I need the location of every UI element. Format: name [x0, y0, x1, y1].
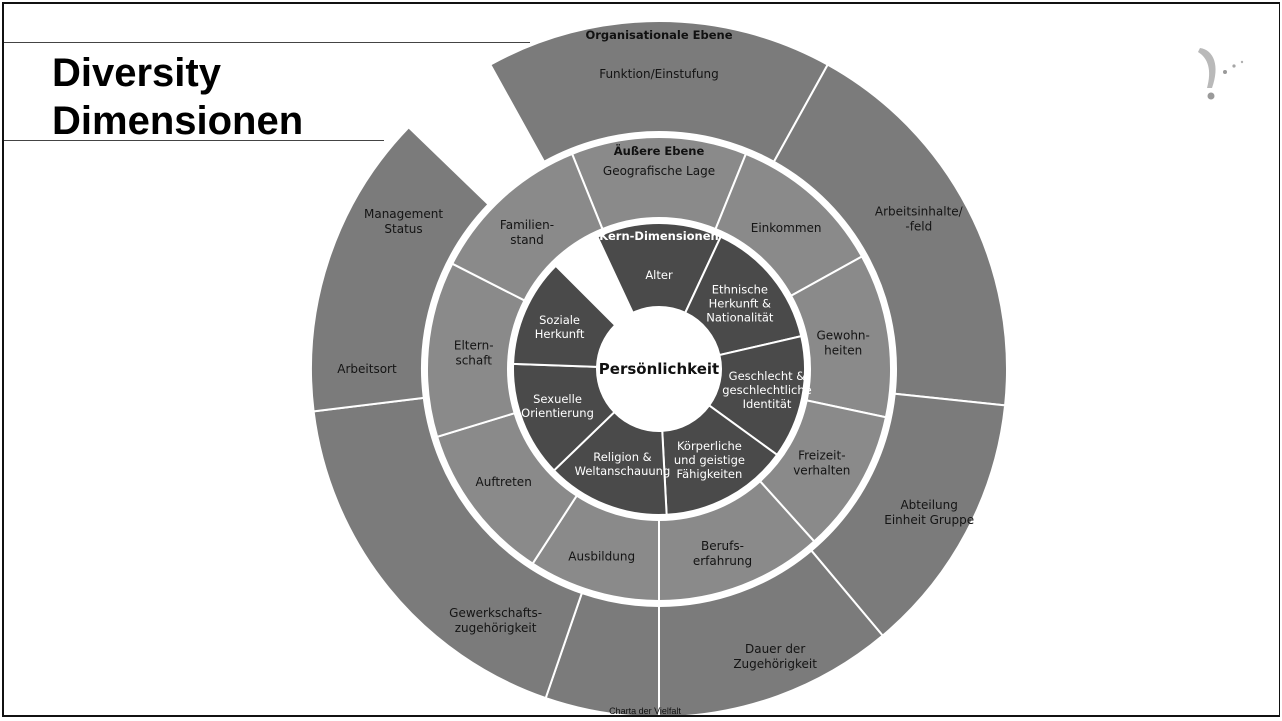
core-ring — [512, 222, 806, 516]
title-rule-top — [4, 42, 530, 43]
core-ring-label-line: und geistige — [674, 453, 745, 467]
middle-ring-label-line: Einkommen — [751, 221, 822, 235]
core-ring-label-line: Fähigkeiten — [677, 467, 743, 481]
middle-ring-label-line: Familien- — [500, 218, 554, 232]
middle-ring-label-line: Gewohn- — [816, 329, 869, 343]
outer-ring-label-line: Arbeitsort — [337, 362, 397, 376]
middle-ring-label-line: stand — [510, 233, 544, 247]
outer-ring-label-line: Status — [384, 222, 422, 236]
outer-ring-segment — [310, 125, 490, 413]
middle-ring-label-line: Berufs- — [701, 539, 744, 553]
core-ring-segment — [512, 264, 617, 368]
center-label: Persönlichkeit — [599, 360, 719, 378]
core-ring-label-line: Nationalität — [706, 311, 774, 325]
core-ring-label-line: Weltanschauung — [575, 464, 671, 478]
outer-ring-segment — [658, 549, 885, 715]
slide-title-line1: Diversity — [52, 51, 221, 95]
diversity-wheel: Persönlichkeit Funktion/EinstufungArbeit… — [310, 20, 1008, 715]
outer-ring-label-line: Abteilung — [900, 498, 957, 512]
core-ring-heading: Kern-Dimensionen — [599, 229, 718, 243]
slide-title-line2: Dimensionen — [52, 99, 304, 143]
core-ring-segment — [683, 235, 803, 357]
core-ring-label-line: Sexuelle — [533, 392, 582, 406]
slide-title: Diversity Dimensionen — [52, 49, 303, 145]
middle-ring-label-line: Ausbildung — [568, 549, 635, 563]
ring-labels: Funktion/EinstufungArbeitsinhalte/-feldA… — [337, 28, 974, 671]
title-rule-bottom — [4, 140, 384, 141]
middle-ring-label-line: schaft — [455, 353, 492, 367]
middle-ring-heading: Äußere Ebene — [614, 143, 705, 158]
outer-ring-label-line: Zugehörigkeit — [733, 657, 817, 671]
core-ring-label-line: geschlechtliche — [722, 383, 811, 397]
outer-ring-label-line: Arbeitsinhalte/ — [875, 205, 964, 219]
core-ring-label-line: Religion & — [593, 450, 651, 464]
outer-ring-heading: Organisationale Ebene — [585, 28, 732, 42]
outer-ring-label-line: Management — [364, 207, 443, 221]
middle-ring-label-line: Geografische Lage — [603, 164, 715, 178]
middle-ring-label-line: Auftreten — [476, 475, 532, 489]
outer-ring-label-line: Funktion/Einstufung — [599, 67, 719, 81]
middle-ring-segment — [450, 152, 604, 302]
middle-ring-label-line: heiten — [824, 344, 862, 358]
middle-ring-label-line: erfahrung — [693, 554, 752, 568]
outer-ring-label-line: Einheit Gruppe — [884, 513, 974, 527]
outer-ring — [310, 20, 1008, 715]
outer-ring-segment — [772, 63, 1008, 407]
middle-ring-label-line: Freizeit- — [798, 449, 845, 463]
core-ring-label-line: Geschlecht & — [729, 369, 806, 383]
core-ring-label-line: Alter — [645, 268, 673, 282]
outer-ring-label-line: Dauer der — [745, 642, 805, 656]
core-ring-label-line: Orientierung — [521, 406, 594, 420]
outer-ring-label-line: Gewerkschafts- — [449, 606, 542, 620]
source-caption: Charta der Vielfalt — [609, 706, 681, 716]
middle-ring — [426, 136, 892, 603]
core-ring-label-line: Körperliche — [677, 439, 742, 453]
logo-icon — [1198, 48, 1244, 100]
outer-ring-label-line: zugehörigkeit — [455, 621, 537, 635]
middle-ring-label-line: verhalten — [793, 464, 850, 478]
middle-ring-label-line: Eltern- — [454, 338, 494, 352]
outer-ring-segment — [312, 396, 584, 700]
core-ring-label-line: Herkunft — [535, 327, 585, 341]
core-ring-label-line: Identität — [743, 397, 792, 411]
core-ring-label-line: Soziale — [539, 313, 580, 327]
outer-ring-label-line: -feld — [905, 220, 932, 234]
center-circle — [599, 309, 719, 429]
core-ring-label-line: Herkunft & — [709, 297, 771, 311]
core-ring-label-line: Ethnische — [712, 283, 768, 297]
